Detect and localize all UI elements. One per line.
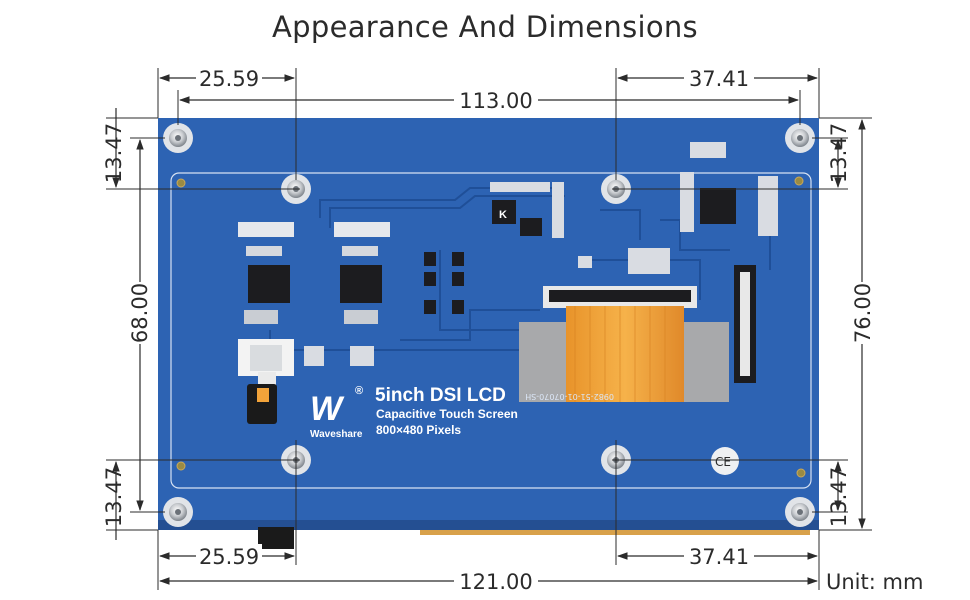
pcb-bottom-shadow: [158, 520, 819, 530]
dimension-labels: 25.59 113.00 37.41 25.59 37.41 121.00 Un…: [102, 66, 923, 594]
brand-name: Waveshare: [310, 429, 363, 440]
dim-bottom-left-hole-offset: 25.59: [199, 545, 259, 569]
silkscreen-outline: [170, 172, 812, 489]
ce-mark: CE: [711, 447, 739, 475]
unit-label: Unit: mm: [826, 570, 923, 594]
logo-mark: W: [310, 390, 345, 428]
touch-connector: [238, 339, 294, 424]
dim-right-bottom-hole-offset: 13.47: [827, 467, 851, 527]
waveshare-logo: W ® Waveshare: [310, 385, 363, 440]
lcd-board: K 098: [158, 118, 819, 549]
bottom-edge-strip: [420, 530, 810, 535]
pcb-code: 0982-51-01-07070-SH: [525, 392, 614, 401]
dim-overall-height: 76.00: [851, 283, 875, 343]
dim-top-left-hole-offset: 25.59: [199, 67, 259, 91]
corner-hole-bottom-left: [163, 497, 193, 527]
corner-hole-bottom-right: [785, 497, 815, 527]
dim-overall-width: 121.00: [459, 570, 532, 594]
dim-left-bottom-hole-offset: 13.47: [102, 467, 126, 527]
dim-left-hole-span: 68.00: [128, 283, 152, 343]
bottom-flex-tail: [258, 527, 294, 549]
upper-passives: [304, 142, 778, 366]
upper-chips: K: [492, 188, 736, 236]
flex-cable-assembly: 0982-51-01-07070-SH: [519, 286, 729, 402]
product-name: 5inch DSI LCD: [375, 385, 506, 406]
corner-hole-top-left: [163, 123, 193, 153]
dim-top-right-hole-offset: 37.41: [689, 67, 749, 91]
dim-right-top-hole-offset: 13.47: [827, 123, 851, 183]
registered-mark: ®: [355, 385, 363, 397]
corner-hole-top-right: [785, 123, 815, 153]
test-pads: [176, 176, 806, 478]
resolution-line: 800×480 Pixels: [376, 423, 461, 437]
driver-chip-middle: [334, 222, 390, 324]
dim-top-hole-span: 113.00: [459, 89, 532, 113]
ce-mark-label: CE: [715, 455, 731, 469]
dim-bottom-right-hole-offset: 37.41: [689, 545, 749, 569]
pcb-traces: [269, 187, 771, 351]
page-title: Appearance And Dimensions: [272, 10, 698, 44]
dim-left-top-hole-offset: 13.47: [102, 123, 126, 183]
ic-chip-label: K: [499, 209, 507, 221]
feature-line: Capacitive Touch Screen: [376, 407, 518, 421]
fpc-connector-right: [734, 265, 756, 383]
transistors: [424, 252, 464, 314]
driver-chip-left: [238, 222, 294, 324]
